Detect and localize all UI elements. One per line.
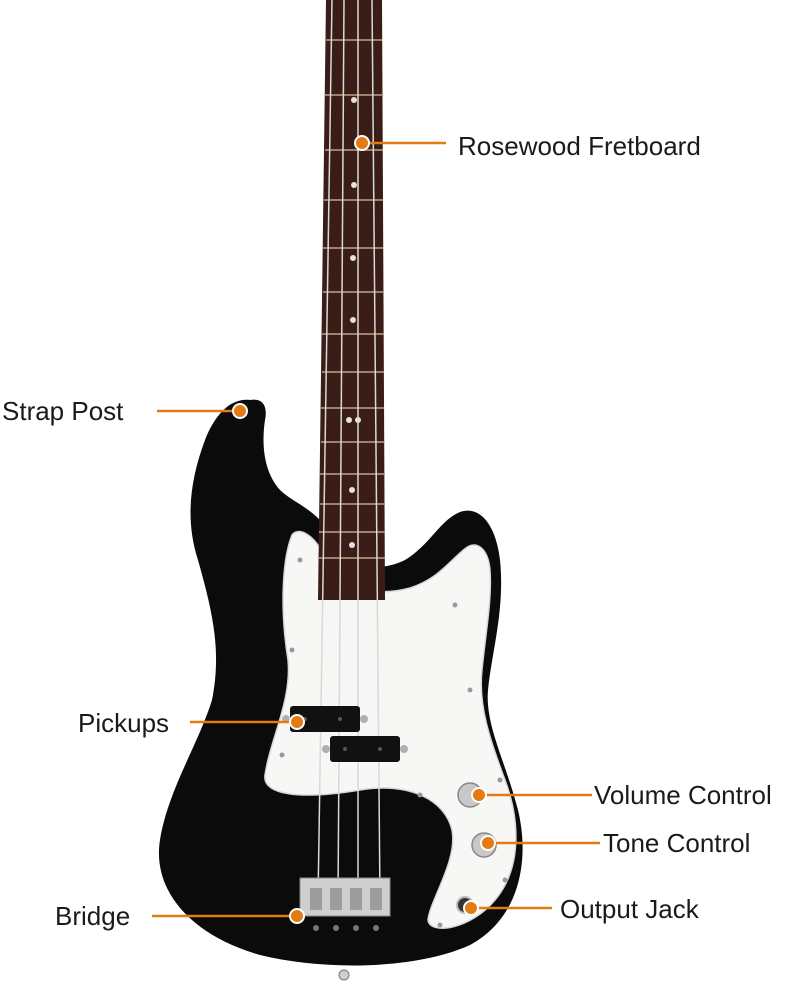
pickguard-screws: [279, 557, 508, 928]
callout-dot-strap-post: [232, 403, 248, 419]
callout-dot-bridge: [289, 908, 305, 924]
fret-markers: [346, 97, 361, 548]
callout-dot-fretboard: [354, 135, 370, 151]
callout-dot-pickups: [289, 714, 305, 730]
label-pickups: Pickups: [78, 708, 170, 738]
callout-dots: [232, 135, 496, 924]
label-tone-control: Tone Control: [603, 828, 751, 858]
label-output-jack: Output Jack: [560, 894, 699, 924]
label-strap-post: Strap Post: [2, 396, 124, 426]
bridge: [299, 877, 391, 931]
label-bridge: Bridge: [55, 901, 131, 931]
callout-dot-output-jack: [463, 900, 479, 916]
pickguard: [264, 530, 517, 929]
strap-post-bottom: [338, 969, 350, 981]
callout-lines: [152, 141, 600, 918]
callout-dot-tone: [480, 835, 496, 851]
pickups: [282, 706, 408, 762]
label-volume-control: Volume Control: [594, 780, 772, 810]
callout-dot-volume: [471, 787, 487, 803]
label-rosewood-fretboard: Rosewood Fretboard: [458, 131, 701, 161]
